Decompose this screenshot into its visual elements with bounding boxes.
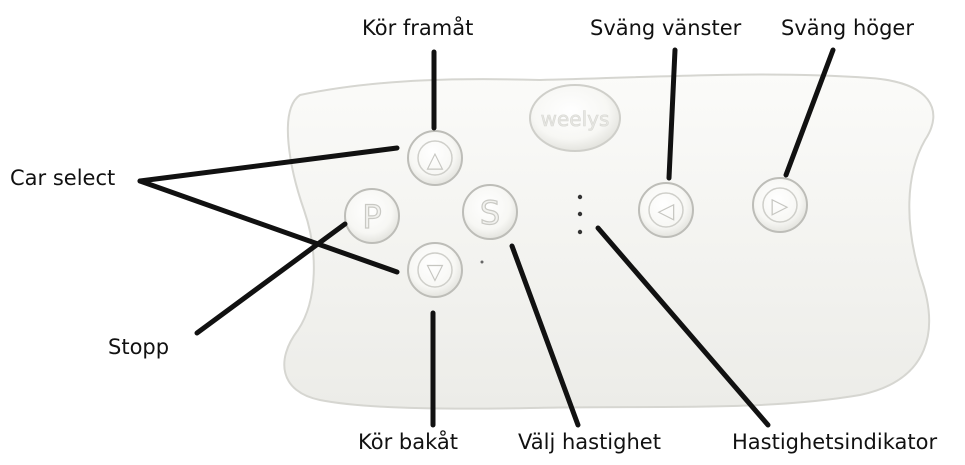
label-speed-indicator: Hastighetsindikator — [732, 430, 938, 454]
select-speed-button[interactable]: S — [462, 184, 518, 240]
turn-right-button[interactable]: ▷ — [752, 177, 808, 233]
s-icon: S — [480, 194, 500, 232]
right-arrow-icon: ▷ — [772, 194, 789, 219]
line-car-select-lower — [137, 178, 400, 275]
label-select-speed: Välj hastighet — [518, 430, 661, 454]
up-arrow-icon: △ — [427, 148, 444, 173]
label-turn-left: Sväng vänster — [590, 16, 742, 40]
line-turn-right — [783, 47, 836, 178]
forward-button[interactable]: △ — [407, 130, 463, 186]
left-arrow-icon: ◁ — [658, 199, 675, 224]
callout-lines — [137, 47, 836, 428]
label-forward: Kör framåt — [362, 16, 474, 40]
label-backward: Kör bakåt — [358, 430, 458, 454]
label-stop: Stopp — [108, 335, 170, 359]
label-car-select: Car select — [10, 166, 116, 190]
line-stop — [194, 221, 348, 336]
line-car-select-upper — [137, 145, 400, 184]
line-speed-indicator — [595, 225, 771, 428]
logo-text: weelys — [541, 107, 610, 131]
backward-button[interactable]: ▽ — [407, 242, 463, 298]
line-turn-left — [666, 47, 678, 181]
label-turn-right: Sväng höger — [781, 16, 914, 40]
speed-indicator-dots — [577, 194, 583, 235]
p-icon: P — [362, 198, 381, 236]
down-arrow-icon: ▽ — [427, 260, 444, 285]
line-select-speed — [509, 243, 581, 428]
turn-left-button[interactable]: ◁ — [638, 182, 694, 238]
stop-button[interactable]: P — [344, 188, 400, 244]
small-dot — [480, 260, 484, 264]
logo-button: weelys — [529, 84, 621, 152]
